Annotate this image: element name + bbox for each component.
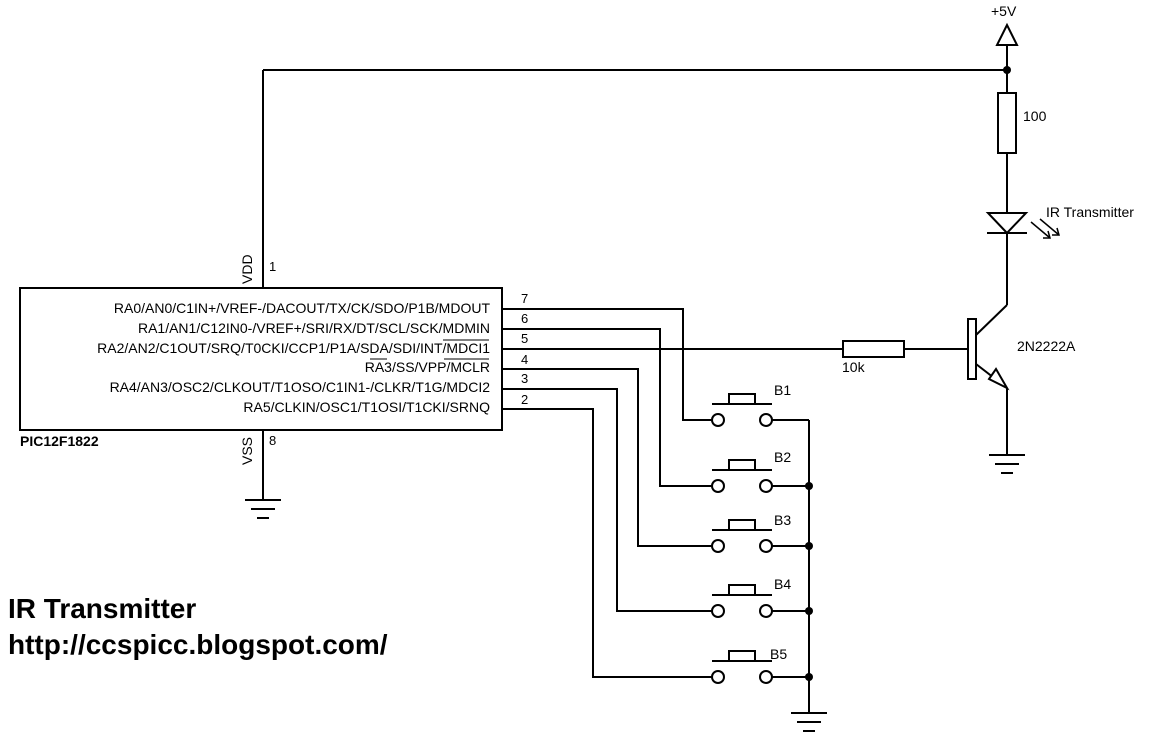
power-rail: +5V <box>262 3 1019 256</box>
junction-dot <box>805 673 813 681</box>
button-label-b1: B1 <box>774 382 791 398</box>
mcu-chip: PIC12F1822 VDD 1 VSS 8 RA0/AN0/C1IN+/VRE… <box>19 254 528 500</box>
junction-dot <box>805 542 813 550</box>
mcu-name: PIC12F1822 <box>20 433 99 449</box>
ground-symbol-buttons <box>791 712 827 732</box>
push-button-b1[interactable]: B1 <box>711 382 791 427</box>
vdd-label: VDD <box>239 254 255 284</box>
button-label-b2: B2 <box>774 449 791 465</box>
resistor-100: 100 <box>997 70 1047 213</box>
pin-number-6: 6 <box>521 311 528 326</box>
power-label: +5V <box>991 3 1017 19</box>
resistor-100-label: 100 <box>1023 108 1047 124</box>
ir-led: IR Transmitter <box>985 204 1134 305</box>
footer-title: IR Transmitter <box>8 593 196 624</box>
push-button-b4[interactable]: B4 <box>711 576 791 618</box>
resistor-10k-body <box>842 340 905 358</box>
transistor-2n2222a: 2N2222A <box>967 304 1076 455</box>
button-label-b5: B5 <box>770 646 787 662</box>
pin-number-2: 2 <box>521 392 528 407</box>
power-arrow-icon <box>995 22 1019 46</box>
pin-label-ra1: RA1/AN1/C12IN0-/VREF+/SRI/RX/DT/SCL/SCK/… <box>138 320 490 336</box>
pin-label-ra0: RA0/AN0/C1IN+/VREF-/DACOUT/TX/CK/SDO/P1B… <box>114 300 491 316</box>
ground-symbol-emitter <box>989 454 1025 474</box>
push-button-b5[interactable]: B5 <box>711 646 787 684</box>
ir-emission-arrows-icon <box>1030 218 1060 239</box>
vdd-pin-number: 1 <box>269 259 276 274</box>
pin-number-3: 3 <box>521 371 528 386</box>
vss-pin-number: 8 <box>269 433 276 448</box>
pin-number-4: 4 <box>521 352 528 367</box>
led-triangle <box>985 212 1029 235</box>
wire-pin6-b2 <box>502 328 712 487</box>
pin-label-ra3: RA3/SS/VPP/MCLR <box>365 359 490 375</box>
pin-label-ra5: RA5/CLKIN/OSC1/T1OSI/T1CKI/SRNQ <box>243 399 490 415</box>
footer-url[interactable]: http://ccspicc.blogspot.com/ <box>8 629 388 660</box>
resistor-10k-label: 10k <box>842 359 866 375</box>
wire-pin4-b3 <box>502 368 712 547</box>
pin-number-7: 7 <box>521 291 528 306</box>
ground-symbol-vss <box>245 499 281 519</box>
wire-pin3-b4 <box>502 388 712 612</box>
button-label-b4: B4 <box>774 576 791 592</box>
pin-number-5: 5 <box>521 331 528 346</box>
resistor-10k: 10k <box>502 340 968 375</box>
pin-label-ra4: RA4/AN3/OSC2/CLKOUT/T1OSO/C1IN1-/CLKR/T1… <box>110 379 491 395</box>
button-wires <box>502 308 813 713</box>
vss-label: VSS <box>239 437 255 465</box>
transistor-base-bar <box>967 318 977 380</box>
pin-label-ra2: RA2/AN2/C1OUT/SRQ/T0CKI/CCP1/P1A/SDA/SDI… <box>97 340 490 356</box>
emitter-arrow-icon <box>987 367 1010 391</box>
mcu-body <box>19 287 503 431</box>
led-label: IR Transmitter <box>1046 204 1134 220</box>
push-button-b2[interactable]: B2 <box>711 449 791 493</box>
collector-lead <box>975 304 1008 336</box>
wire-pin2-b5 <box>502 408 712 678</box>
junction-dot <box>805 607 813 615</box>
push-button-b3[interactable]: B3 <box>711 512 791 553</box>
wire-pin7-b1 <box>502 308 712 421</box>
resistor-100-body <box>997 92 1017 154</box>
transistor-label: 2N2222A <box>1017 338 1076 354</box>
button-label-b3: B3 <box>774 512 791 528</box>
junction-dot <box>805 482 813 490</box>
